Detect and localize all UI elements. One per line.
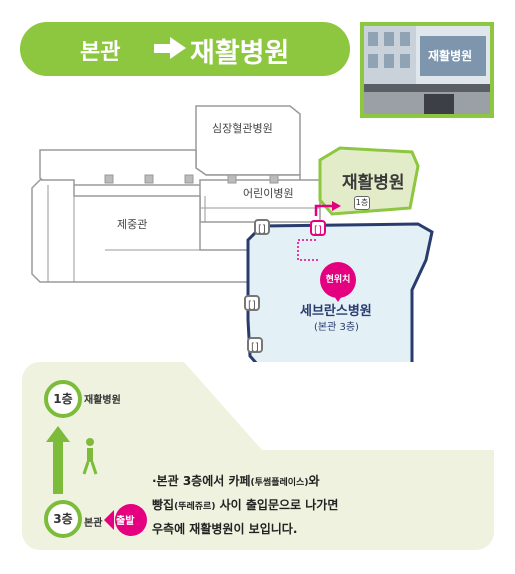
floor-3-label: 본관 <box>84 518 103 529</box>
rehab-building-shape <box>318 146 420 216</box>
route-description: ·본관 3층에서 카페(투썸플레이스)와 빵집(뚜레쥬르) 사이 출입문으로 나… <box>152 470 338 540</box>
header-banner: 본관 재활병원 <box>20 22 350 76</box>
photo-sign: 재활병원 <box>428 48 472 63</box>
walking-person-icon <box>82 438 98 475</box>
svg-text:[]: [] <box>251 342 259 353</box>
route-arrowhead-icon <box>332 201 341 211</box>
label-children-hospital: 어린이병원 <box>243 187 294 200</box>
building-photo-image: 재활병원 <box>364 26 490 114</box>
label-rehab-floor: 1층 <box>354 196 370 210</box>
floor-1-label: 재활병원 <box>84 395 121 406</box>
svg-text:[]: [] <box>314 225 322 236</box>
label-severance-hospital: 세브란스병원 <box>300 304 372 319</box>
panel-decoration <box>46 362 494 494</box>
route-arrow <box>314 204 332 216</box>
description-line-2: 빵집(뚜레쥬르) 사이 출입문으로 나가면 <box>152 498 339 512</box>
arrow-right-icon <box>154 37 186 59</box>
description-line-1: ·본관 3층에서 카페(투썸플레이스)와 <box>152 474 320 488</box>
label-cardio-hospital: 심장혈관병원 <box>212 122 273 135</box>
description-line-3: 우측에 재활병원이 보입니다. <box>152 522 298 536</box>
floor-1-circle: 1층 <box>44 380 82 418</box>
building-details <box>47 174 320 282</box>
floor-3-circle: 3층 <box>44 500 82 538</box>
svg-text:[]: [] <box>248 300 256 311</box>
start-badge: 출발 <box>116 516 135 527</box>
header-from: 본관 <box>80 40 121 65</box>
rehab-hospital-photo: 재활병원 <box>360 22 494 118</box>
entrance-icons: [] [] [] [] <box>244 219 326 353</box>
start-badge-shape <box>104 504 147 536</box>
current-location-pin: 현위치 <box>320 262 356 298</box>
label-severance-floor: (본관 3층) <box>314 322 359 333</box>
dotted-route <box>297 239 318 261</box>
label-jejung-hall: 제중관 <box>117 218 148 231</box>
header-to: 재활병원 <box>190 38 290 69</box>
svg-text:[]: [] <box>258 224 266 235</box>
label-rehab-hospital: 재활병원 <box>342 173 405 193</box>
